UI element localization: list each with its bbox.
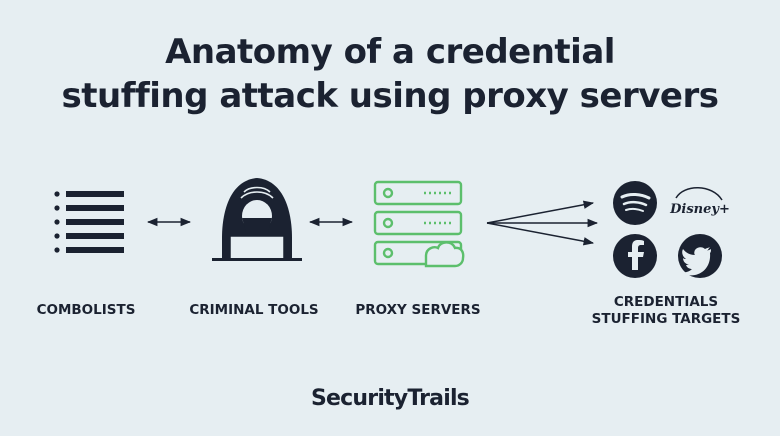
spotify-icon: [613, 181, 657, 225]
label-targets-line-1: CREDENTIALS: [613, 294, 719, 310]
hacker-icon: [212, 178, 302, 261]
arrow-proxy-target-3: [486, 222, 595, 246]
disney-plus-logo: Disney+: [669, 187, 730, 217]
twitter-icon: [678, 234, 722, 278]
label-combolists: COMBOLISTS: [36, 302, 136, 318]
combolist-icon: [54, 191, 124, 253]
facebook-icon: [613, 234, 657, 278]
proxy-server-icon: [373, 180, 465, 268]
arrow-proxy-target-1: [486, 200, 595, 224]
diagram-title: Anatomy of a credential stuffing attack …: [0, 30, 780, 118]
brand-logo: SecurityTrails: [311, 386, 470, 411]
disney-plus-text: Disney+: [669, 202, 730, 217]
label-targets: CREDENTIALS STUFFING TARGETS: [588, 294, 744, 328]
label-targets-line-2: STUFFING TARGETS: [591, 311, 741, 327]
title-line-2: stuffing attack using proxy servers: [61, 76, 719, 116]
label-criminal-tools: CRIMINAL TOOLS: [189, 302, 319, 318]
label-proxy-servers: PROXY SERVERS: [355, 302, 481, 318]
title-line-1: Anatomy of a credential: [165, 32, 615, 72]
